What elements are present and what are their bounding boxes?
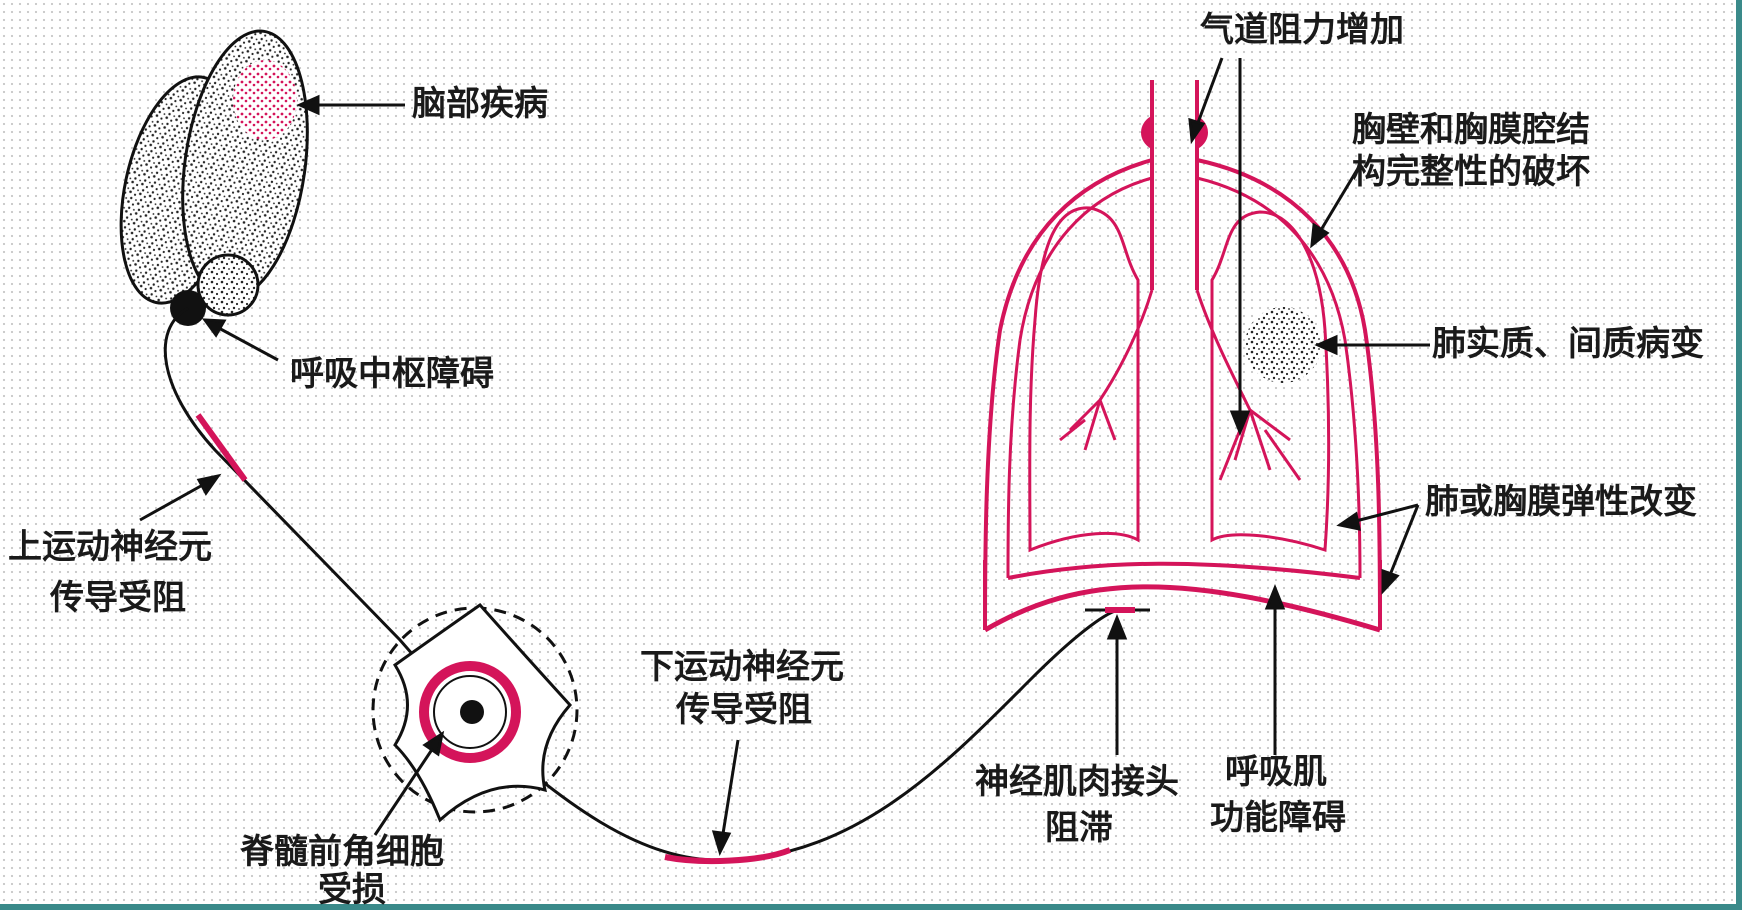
- label-brain-disease: 脑部疾病: [412, 82, 548, 126]
- label-lower-motor-line1: 下运动神经元: [640, 645, 844, 689]
- spinal-cord-section: [373, 605, 577, 820]
- label-respiratory-center: 呼吸中枢障碍: [290, 352, 494, 396]
- label-lower-motor-line2: 传导受阻: [676, 688, 812, 732]
- label-anterior-horn-line2: 受损: [318, 868, 386, 912]
- upper-motor-arrow: [140, 476, 218, 520]
- label-nmj-line2: 阻滞: [1045, 806, 1113, 850]
- label-resp-muscle-line2: 功能障碍: [1210, 796, 1346, 840]
- brainstem: [198, 255, 258, 315]
- brain-lesion: [233, 60, 297, 140]
- lung-lesion: [1245, 307, 1321, 383]
- label-upper-motor-line2: 传导受阻: [50, 576, 186, 620]
- label-chest-wall-line2: 构完整性的破坏: [1352, 150, 1590, 194]
- label-airway-resistance: 气道阻力增加: [1200, 8, 1404, 52]
- label-nmj-line1: 神经肌肉接头: [975, 760, 1179, 804]
- label-chest-wall-line1: 胸壁和胸膜腔结: [1352, 108, 1590, 152]
- label-upper-motor-line1: 上运动神经元: [8, 525, 212, 569]
- brain-figure: [102, 23, 323, 326]
- thorax-figure: [985, 80, 1380, 630]
- label-elasticity: 肺或胸膜弹性改变: [1425, 480, 1697, 524]
- lower-motor-arrow: [714, 740, 738, 852]
- label-resp-muscle-line1: 呼吸肌: [1225, 750, 1327, 794]
- label-lung-parenchyma: 肺实质、间质病变: [1432, 322, 1704, 366]
- anterior-horn-cell: [460, 700, 484, 724]
